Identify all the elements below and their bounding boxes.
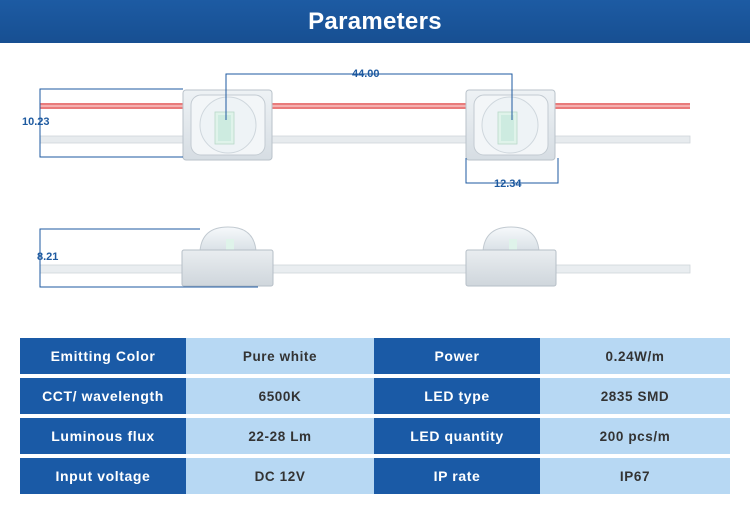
spec-key: IP rate bbox=[374, 458, 540, 494]
spec-key: LED quantity bbox=[374, 418, 540, 454]
side-view-wire bbox=[39, 264, 691, 274]
module-thickness-dimension: 8.21 bbox=[37, 251, 59, 263]
spec-key: Power bbox=[374, 338, 540, 374]
dimension-lines-side bbox=[39, 228, 258, 288]
spec-value: IP67 bbox=[540, 458, 730, 494]
module-drawing bbox=[39, 73, 691, 288]
module-height-dimension: 10.23 bbox=[22, 116, 50, 128]
spec-value: Pure white bbox=[186, 338, 374, 374]
led-module-side-2 bbox=[465, 226, 557, 287]
spec-key: Emitting Color bbox=[20, 338, 186, 374]
spec-value: 2835 SMD bbox=[540, 378, 730, 414]
spec-key: CCT/ wavelength bbox=[20, 378, 186, 414]
page-title: Parameters bbox=[308, 7, 442, 35]
dimension-lines-top bbox=[39, 73, 559, 184]
spec-value: 22-28 Lm bbox=[186, 418, 374, 454]
top-view-wires bbox=[39, 103, 691, 144]
spec-key: Input voltage bbox=[20, 458, 186, 494]
spec-value: 6500K bbox=[186, 378, 374, 414]
led-module-side-1 bbox=[181, 226, 274, 287]
header-banner: Parameters bbox=[0, 0, 750, 43]
led-module-top-1 bbox=[182, 89, 273, 161]
spec-key: LED type bbox=[374, 378, 540, 414]
pitch-dimension: 44.00 bbox=[352, 68, 380, 80]
module-diagram: 44.00 10.23 12.34 8.21 bbox=[0, 43, 750, 323]
led-module-top-2 bbox=[465, 89, 556, 161]
spec-table: Emitting Color Pure white Power 0.24W/m … bbox=[20, 338, 730, 494]
spec-value: DC 12V bbox=[186, 458, 374, 494]
module-width-dimension: 12.34 bbox=[494, 178, 522, 190]
spec-value: 200 pcs/m bbox=[540, 418, 730, 454]
spec-value: 0.24W/m bbox=[540, 338, 730, 374]
spec-key: Luminous flux bbox=[20, 418, 186, 454]
